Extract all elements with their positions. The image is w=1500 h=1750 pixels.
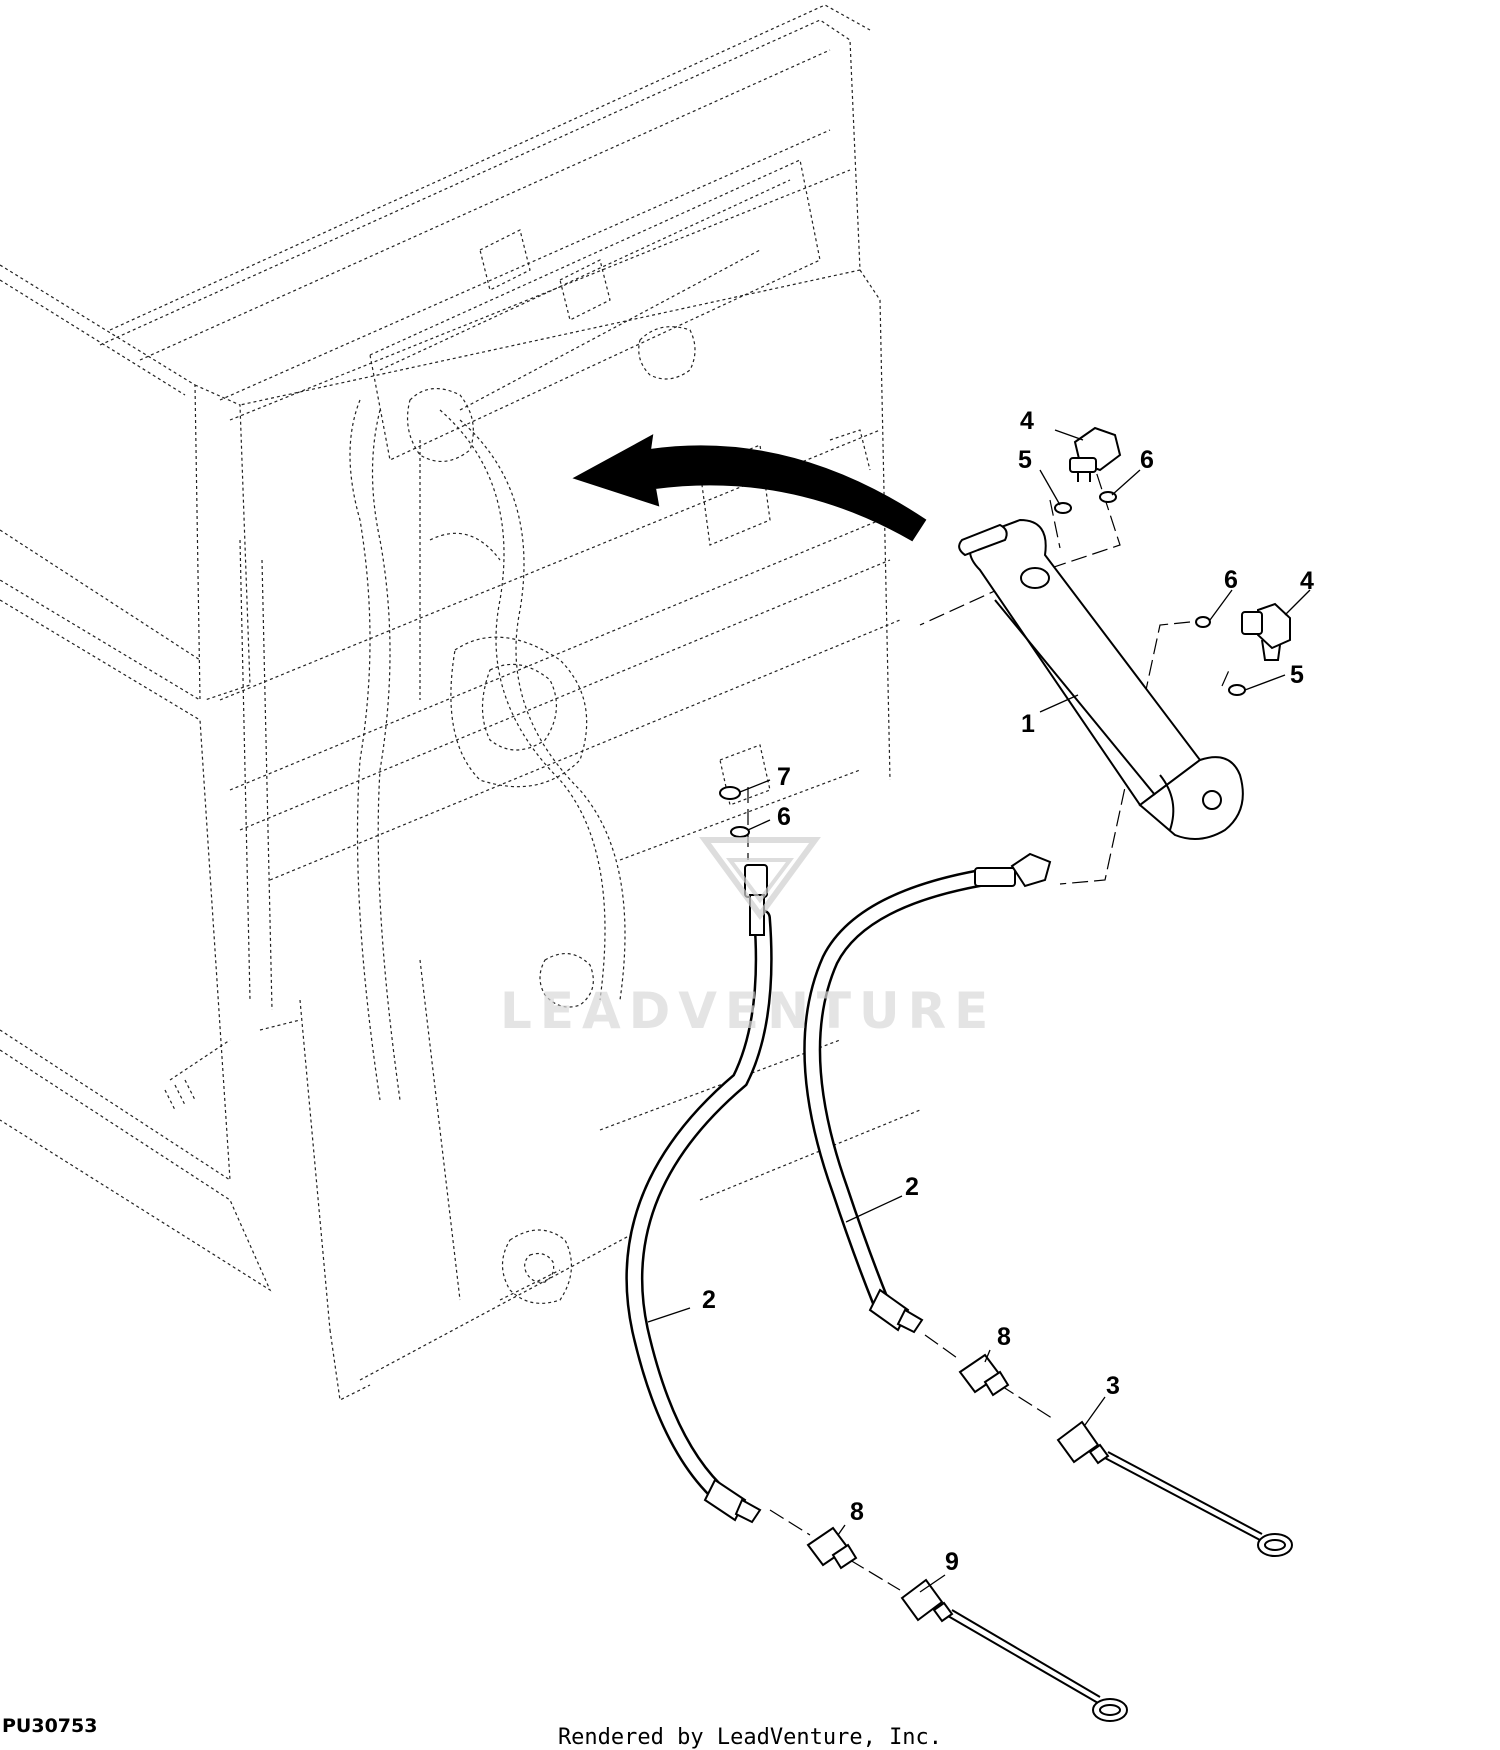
callout-1[interactable]: 1 <box>1021 710 1035 738</box>
callout-6-top[interactable]: 6 <box>1140 446 1154 474</box>
callout-leaders <box>647 429 1311 1593</box>
callout-2-left[interactable]: 2 <box>702 1286 716 1314</box>
callout-6-hose[interactable]: 6 <box>777 803 791 831</box>
o-ring-part-5-side[interactable] <box>1228 684 1246 696</box>
installation-arrow <box>572 434 927 542</box>
coupler-part-8-lower[interactable] <box>806 1526 858 1570</box>
callout-labels: 1 2 2 3 4 4 5 5 6 6 6 7 8 8 9 <box>702 407 1314 1576</box>
watermark: LEADVENTURE <box>500 837 996 1040</box>
cylinder-part-1[interactable] <box>958 518 1244 840</box>
coupler-part-8-upper[interactable] <box>958 1353 1010 1397</box>
callout-5-side[interactable]: 5 <box>1290 661 1304 689</box>
callout-5-top[interactable]: 5 <box>1018 446 1032 474</box>
o-ring-part-7[interactable] <box>719 786 741 800</box>
dust-plug-part-3[interactable] <box>1056 1420 1293 1557</box>
o-ring-part-6-hose[interactable] <box>730 826 750 838</box>
watermark-text: LEADVENTURE <box>500 982 996 1040</box>
callout-4-side[interactable]: 4 <box>1300 567 1314 595</box>
hose-part-2-left[interactable] <box>625 864 773 1524</box>
machine-frame-phantom <box>0 4 921 1401</box>
callout-8-lower[interactable]: 8 <box>850 1498 864 1526</box>
elbow-fitting-part-4-side[interactable] <box>1241 602 1291 661</box>
callout-2-right[interactable]: 2 <box>905 1173 919 1201</box>
callout-9[interactable]: 9 <box>945 1548 959 1576</box>
render-credit: Rendered by LeadVenture, Inc. <box>557 1725 943 1750</box>
dust-cap-part-9[interactable] <box>900 1578 1128 1722</box>
elbow-fitting-part-4-top[interactable] <box>1069 426 1122 482</box>
callout-8-upper[interactable]: 8 <box>997 1323 1011 1351</box>
callout-7[interactable]: 7 <box>777 763 791 791</box>
o-ring-part-6-side[interactable] <box>1195 616 1211 628</box>
callout-3[interactable]: 3 <box>1106 1372 1120 1400</box>
callout-6-side[interactable]: 6 <box>1224 566 1238 594</box>
figure-id: PU30753 <box>2 1715 98 1737</box>
o-ring-part-5-top[interactable] <box>1054 502 1072 514</box>
hose-part-2-right[interactable] <box>803 852 1052 1334</box>
callout-4-top[interactable]: 4 <box>1020 407 1034 435</box>
